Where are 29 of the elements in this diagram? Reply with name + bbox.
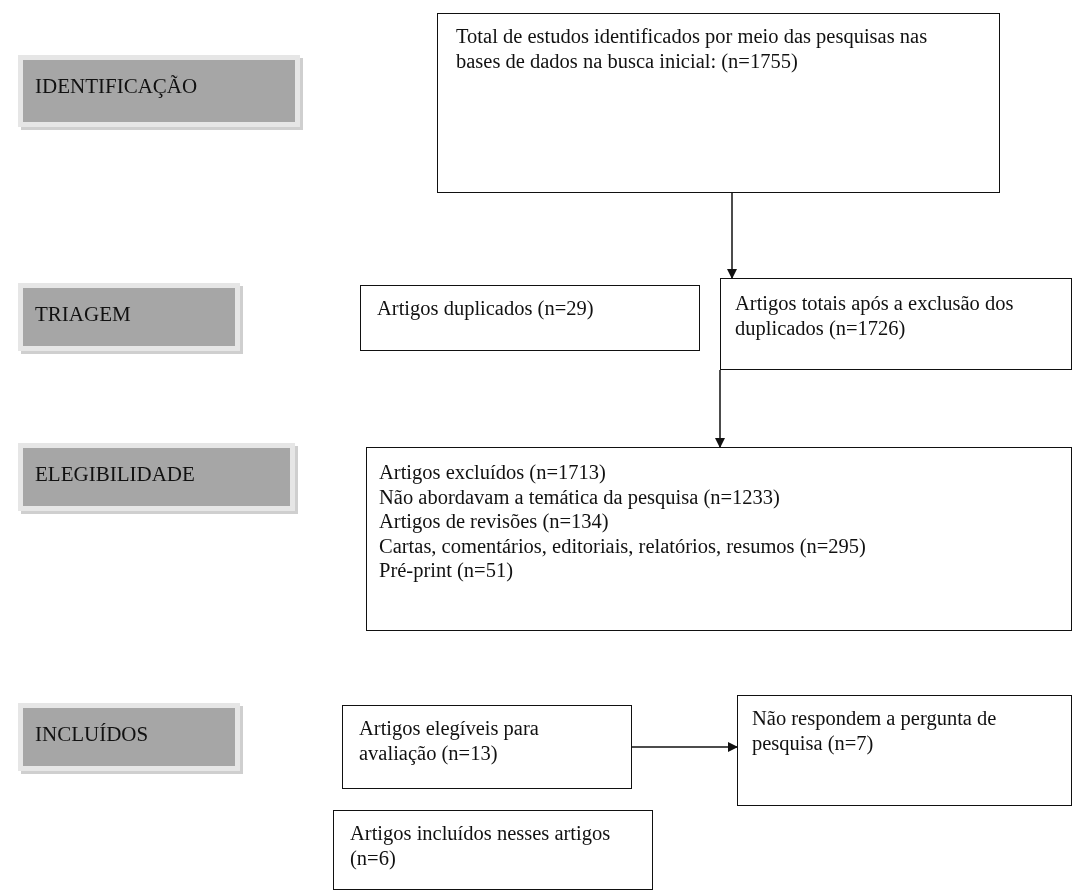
process-box [720, 278, 1072, 370]
stage-label-box [18, 283, 240, 351]
box-text: Pré-print (n=51) [379, 558, 514, 583]
box-text: Não abordavam a temática da pesquisa (n=1233) [379, 484, 781, 510]
box-text: Total de estudos identificados por meio das pesquisas nas bases de dados na busca inicial: (n=1755) [456, 24, 929, 74]
process-box [437, 13, 1000, 193]
box-text: Artigos elegíveis para avaliação (n=13) [359, 716, 540, 766]
arrow [631, 742, 738, 752]
box-text: Cartas, comentários, editoriais, relatórios, resumos (n=295) [379, 533, 867, 559]
box-text: Artigos incluídos nesses artigos (n=6) [350, 821, 612, 871]
process-box [737, 695, 1072, 806]
process-box [342, 705, 632, 789]
box-text: TRIAGEM [35, 302, 132, 327]
box-text: ELEGIBILIDADE [35, 462, 196, 487]
box-text: Artigos duplicados (n=29) [377, 296, 595, 321]
process-box [360, 285, 700, 351]
box-text: Não respondem a pergunta de pesquisa (n=7) [752, 706, 998, 756]
stage-label-box [18, 55, 300, 127]
stage-label-box [18, 703, 240, 771]
process-box [366, 447, 1072, 631]
process-box [333, 810, 653, 890]
box-text: Artigos excluídos (n=1713) [379, 460, 607, 485]
box-text: Artigos totais após a exclusão dos duplicados (n=1726) [735, 291, 1015, 341]
box-text: IDENTIFICAÇÃO [35, 74, 199, 99]
arrow [715, 369, 725, 448]
box-text: Artigos de revisões (n=134) [379, 509, 610, 534]
stage-label-box [18, 443, 295, 511]
arrow [727, 192, 737, 279]
box-text: INCLUÍDOS [35, 722, 150, 747]
